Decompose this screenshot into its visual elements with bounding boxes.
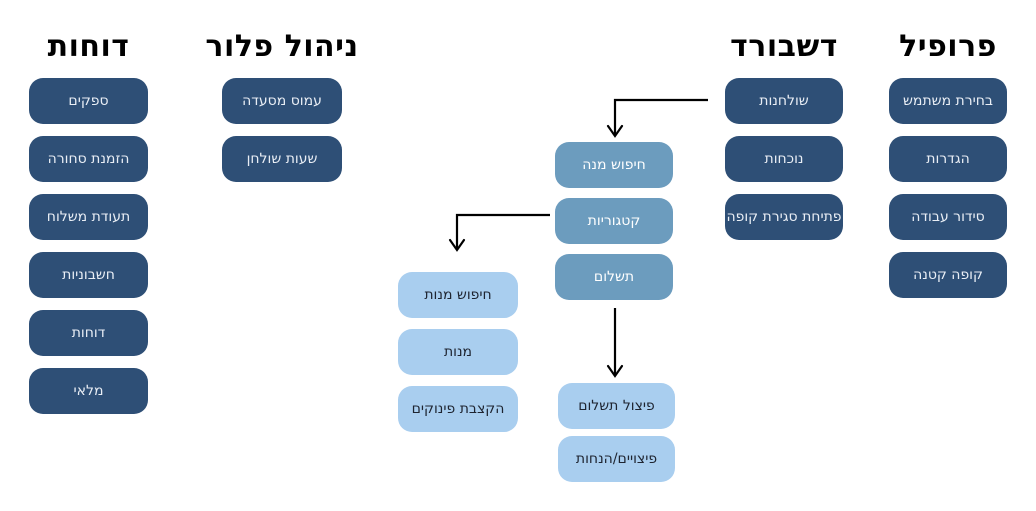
node-suppliers: ספקים (29, 78, 148, 124)
node-settings: הגדרות (889, 136, 1007, 182)
node-split-payment: פיצול תשלום (558, 383, 675, 429)
node-invoices: חשבוניות (29, 252, 148, 298)
menu-flow: חיפוש מנות מנות הקצבת פינוקים (398, 272, 518, 432)
dashboard-column: דשבורד שולחנות נוכחות פתיחת סגירת קופה (725, 28, 843, 240)
arrow-categories-to-dishes-search (448, 213, 550, 252)
node-reports: דוחות (29, 310, 148, 356)
reports-column: דוחות ספקים הזמנת סחורה תעודת משלוח חשבו… (29, 28, 148, 414)
payment-flow: פיצול תשלום פיצויים/הנחות (558, 383, 675, 482)
arrow-tables-to-dish-search (606, 98, 708, 138)
profile-column: פרופיל בחירת משתמש הגדרות סידור עבודה קו… (889, 28, 1007, 298)
dashboard-title: דשבורד (730, 29, 838, 64)
node-inventory: מלאי (29, 368, 148, 414)
node-petty-cash: קופה קטנה (889, 252, 1007, 298)
node-table-hours: שעות שולחן (222, 136, 342, 182)
node-attendance: נוכחות (725, 136, 843, 182)
node-delivery-note: תעודת משלוח (29, 194, 148, 240)
node-categories: קטגוריות (555, 198, 673, 244)
order-flow: חיפוש מנה קטגוריות תשלום (555, 142, 673, 300)
node-restaurant-load: עמוס מסעדה (222, 78, 342, 124)
node-goods-order: הזמנת סחורה (29, 136, 148, 182)
node-work-schedule: סידור עבודה (889, 194, 1007, 240)
profile-title: פרופיל (899, 29, 997, 64)
node-tables: שולחנות (725, 78, 843, 124)
node-dishes: מנות (398, 329, 518, 375)
floor-column: ניהול פלור עמוס מסעדה שעות שולחן (205, 28, 358, 182)
node-payment: תשלום (555, 254, 673, 300)
node-dish-search: חיפוש מנה (555, 142, 673, 188)
node-register-open-close: פתיחת סגירת קופה (725, 194, 843, 240)
node-user-selection: בחירת משתמש (889, 78, 1007, 124)
node-comps-discounts: פיצויים/הנחות (558, 436, 675, 482)
node-dishes-search: חיפוש מנות (398, 272, 518, 318)
reports-title: דוחות (47, 29, 130, 64)
node-treats-allocation: הקצבת פינוקים (398, 386, 518, 432)
floor-title: ניהול פלור (205, 29, 359, 64)
